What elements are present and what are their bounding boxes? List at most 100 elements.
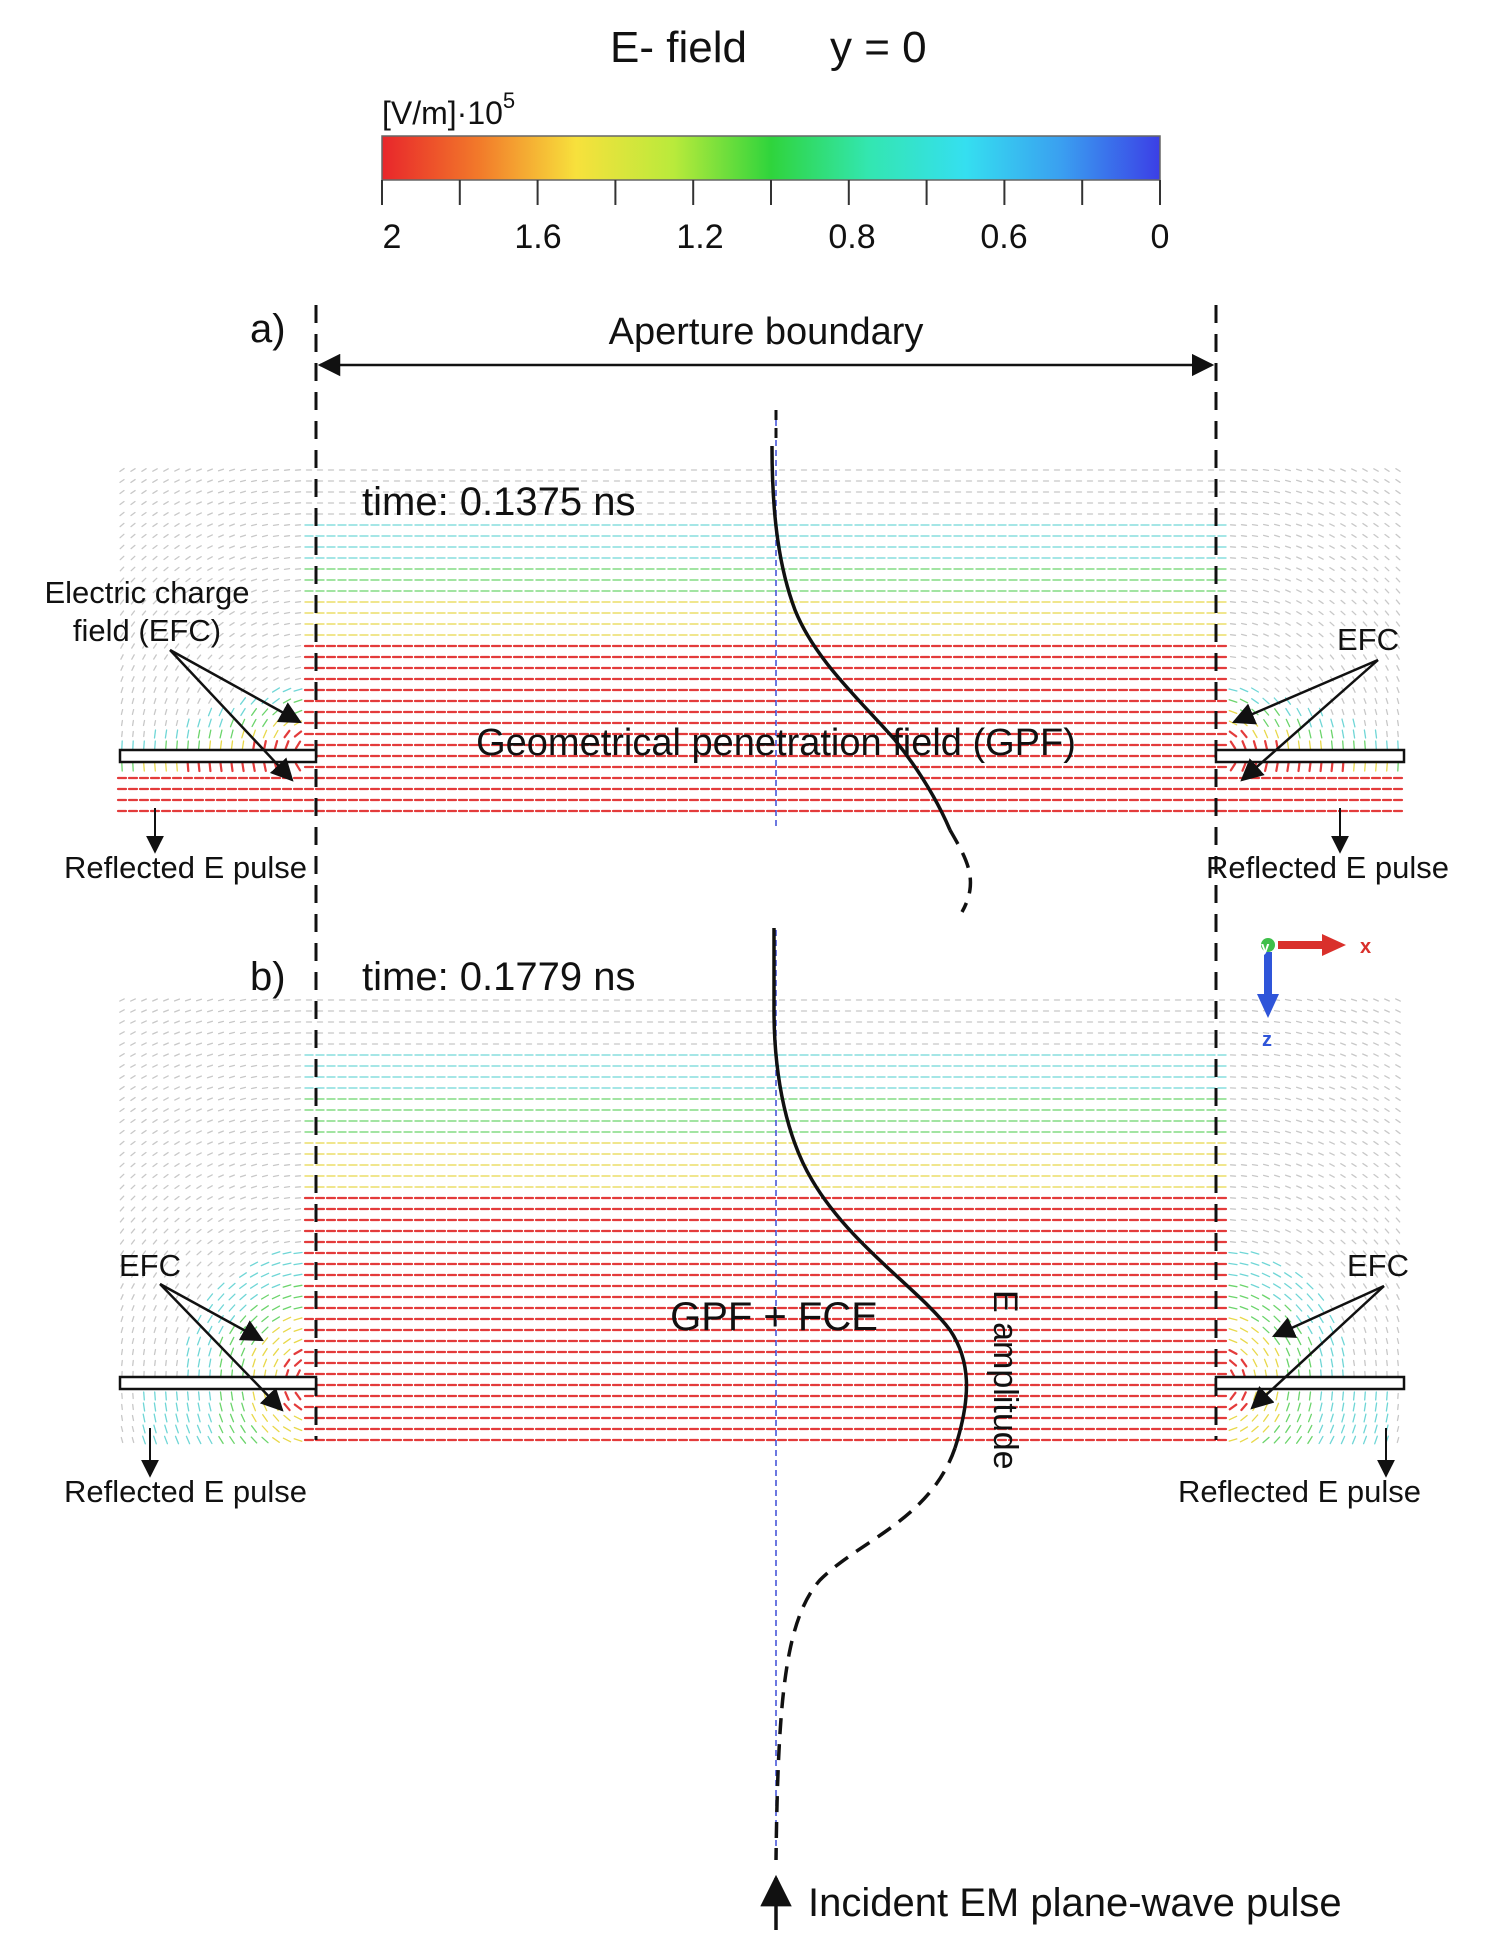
field-vector (272, 589, 280, 593)
field-vector (1285, 676, 1291, 682)
field-vector (176, 740, 178, 750)
field-vector (239, 1031, 247, 1035)
field-vector (1351, 1097, 1357, 1101)
field-vector (1319, 687, 1323, 693)
field-vector (250, 998, 258, 1002)
field-vector (163, 621, 169, 627)
field-vector (1263, 719, 1269, 727)
field-vector (1318, 523, 1324, 527)
field-vector (1384, 998, 1390, 1002)
field-vector (1274, 687, 1280, 693)
field-vector (230, 740, 234, 750)
field-vector (185, 490, 191, 494)
field-vector (152, 1042, 158, 1046)
field-vector (239, 1064, 247, 1068)
field-vector (1362, 1031, 1368, 1035)
field-vector (119, 1042, 125, 1046)
field-vector (1251, 501, 1259, 505)
field-vector (1342, 740, 1344, 750)
field-vector (283, 633, 291, 637)
field-vector (141, 555, 147, 561)
field-vector (163, 1053, 169, 1057)
field-vector (294, 762, 302, 772)
field-vector (196, 599, 202, 605)
field-vector (229, 567, 235, 571)
field-vector (120, 686, 124, 694)
field-vector (240, 567, 246, 571)
field-vector (218, 578, 224, 582)
field-vector (142, 708, 146, 716)
field-vector (1285, 600, 1291, 604)
field-vector (1362, 998, 1368, 1002)
field-vector (1240, 589, 1248, 593)
field-vector (174, 566, 180, 572)
field-vector (174, 1097, 180, 1101)
field-vector (1395, 1031, 1401, 1035)
field-vector (1340, 632, 1346, 638)
field-vector (1351, 512, 1357, 516)
field-vector (1240, 567, 1248, 571)
field-vector (262, 633, 268, 637)
field-vector (1329, 468, 1335, 472)
field-vector (207, 599, 213, 605)
field-vector (261, 512, 269, 516)
field-vector (294, 677, 302, 681)
field-vector (1306, 468, 1314, 472)
field-vector (1351, 501, 1357, 505)
field-vector (1351, 534, 1357, 538)
field-vector (196, 1108, 202, 1112)
field-vector (163, 643, 169, 649)
field-vector (218, 523, 224, 527)
field-vector (283, 622, 291, 626)
field-vector (294, 623, 302, 625)
field-vector (1295, 1086, 1303, 1090)
field-vector (1395, 1053, 1401, 1057)
field-vector (239, 1042, 247, 1046)
field-vector (185, 1064, 191, 1068)
field-vector (1307, 567, 1313, 571)
field-vector (1251, 567, 1259, 571)
field-vector (1241, 677, 1247, 681)
field-vector (1239, 698, 1249, 704)
field-vector (153, 654, 157, 660)
field-vector (261, 600, 269, 604)
field-vector (1395, 500, 1401, 506)
field-vector (1228, 709, 1238, 715)
field-vector (1308, 761, 1312, 773)
field-vector (152, 490, 158, 494)
field-vector (218, 545, 224, 549)
field-vector (284, 740, 290, 750)
field-vector (1262, 1031, 1270, 1035)
field-vector (273, 739, 279, 751)
colorbar-tick-label: 2 (383, 218, 402, 256)
field-vector (173, 998, 181, 1002)
field-vector (272, 1010, 280, 1012)
field-vector (272, 1021, 280, 1023)
field-vector (1351, 1020, 1357, 1024)
field-vector (229, 534, 235, 538)
field-vector (1229, 740, 1237, 750)
field-vector (1373, 998, 1379, 1002)
field-vector (1384, 1020, 1390, 1024)
field-vector (130, 632, 136, 638)
field-vector (1362, 1009, 1368, 1013)
field-vector (1384, 511, 1390, 517)
field-vector (1373, 1053, 1379, 1057)
field-vector (1373, 1064, 1379, 1068)
field-vector (164, 698, 168, 704)
field-vector (1285, 654, 1291, 660)
field-vector (240, 622, 246, 626)
field-vector (1385, 654, 1389, 660)
field-vector (207, 556, 213, 560)
field-vector (1274, 589, 1280, 593)
field-vector (1262, 600, 1270, 604)
field-vector (131, 676, 135, 682)
field-vector (1395, 1064, 1401, 1068)
field-vector (141, 1042, 147, 1046)
field-vector (195, 1020, 203, 1024)
field-vector (130, 1053, 136, 1057)
field-vector (175, 708, 179, 716)
field-vector (1295, 501, 1303, 505)
field-vector (1307, 621, 1313, 627)
field-vector (130, 511, 136, 517)
